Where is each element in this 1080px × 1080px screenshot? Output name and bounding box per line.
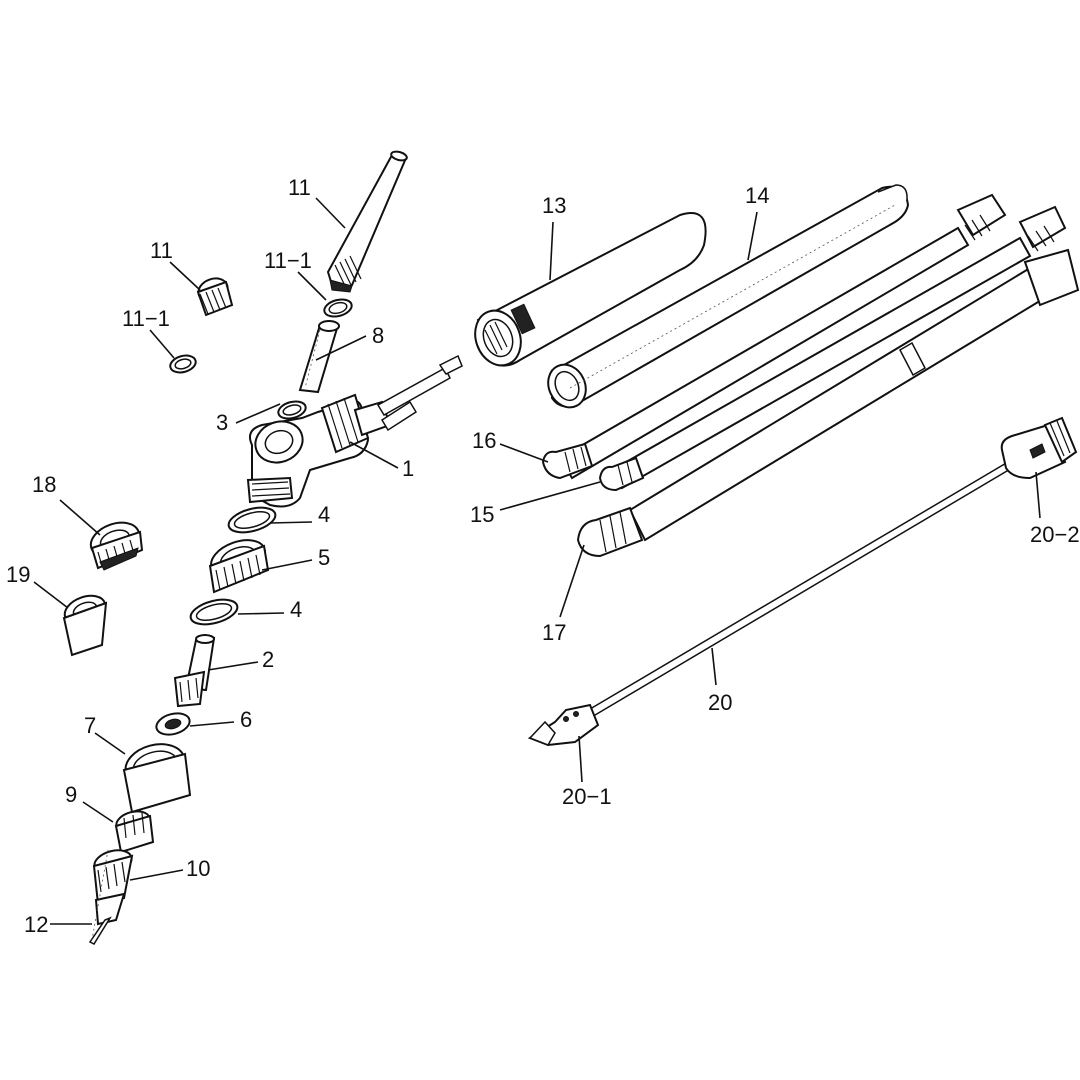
label-part-20-1: 20−1: [562, 784, 612, 809]
label-part-16: 16: [472, 428, 496, 453]
leader-4-lower: [237, 612, 285, 615]
part-3-o-ring: [277, 400, 307, 420]
leader-20: [711, 647, 717, 686]
label-part-12: 12: [24, 912, 48, 937]
part-2-collet-body: [173, 634, 216, 708]
leader-11-short: [169, 261, 201, 291]
callout-labels: 11 11 11−1 11−1 8 3 1 13 14 16 15 17 18 …: [6, 175, 1080, 937]
label-part-4-upper: 4: [318, 502, 330, 527]
part-8-insert: [298, 320, 340, 394]
part-17-cable: [576, 248, 1080, 558]
label-part-4-lower: 4: [290, 597, 302, 622]
part-9-collet: [114, 810, 155, 854]
part-14-outer-tube: [547, 184, 910, 409]
part-7-cup: [122, 743, 192, 814]
part-16-hose: [541, 193, 1007, 480]
label-part-13: 13: [542, 193, 566, 218]
label-part-19: 19: [6, 562, 30, 587]
leader-6: [189, 721, 235, 727]
leader-5: [261, 559, 313, 571]
label-part-11-long: 11: [288, 175, 311, 200]
leader-16: [499, 443, 549, 463]
label-part-20: 20: [708, 690, 732, 715]
leader-17: [559, 544, 585, 618]
part-1-torch-body: [246, 354, 463, 508]
leader-14: [747, 211, 758, 261]
leader-19: [33, 581, 69, 609]
label-part-7: 7: [84, 713, 96, 738]
label-part-1: 1: [402, 456, 414, 481]
leader-18: [59, 499, 101, 536]
leader-9: [82, 801, 114, 823]
leader-11-1-upper: [297, 271, 327, 301]
label-part-11-1-upper: 11−1: [264, 248, 312, 273]
label-part-2: 2: [262, 647, 274, 672]
part-4-gasket-lower: [189, 598, 239, 626]
leader-20-2: [1035, 471, 1041, 519]
label-part-5: 5: [318, 545, 330, 570]
label-part-15: 15: [470, 502, 494, 527]
leader-1: [349, 441, 399, 469]
label-part-17: 17: [542, 620, 566, 645]
part-15-hose: [598, 205, 1067, 492]
part-5-adapter: [208, 539, 270, 594]
label-part-3: 3: [216, 410, 228, 435]
part-11-1-o-ring-left: [169, 354, 197, 374]
leader-15: [499, 481, 601, 511]
leader-20-1: [578, 735, 583, 783]
leader-4-upper: [269, 521, 313, 524]
label-part-10: 10: [186, 856, 210, 881]
leader-10: [129, 869, 184, 881]
label-part-11-1-left: 11−1: [122, 306, 170, 331]
part-19-insulator: [62, 594, 108, 657]
part-6-washer: [155, 712, 191, 736]
leader-11-long: [315, 197, 346, 229]
label-part-8: 8: [372, 323, 384, 348]
part-11-short-back-cap: [196, 277, 234, 317]
leader-2: [207, 661, 259, 671]
label-part-14: 14: [745, 183, 769, 208]
part-11-1-o-ring-upper: [323, 298, 353, 318]
label-part-9: 9: [65, 782, 77, 807]
leader-3: [235, 403, 281, 424]
label-part-6: 6: [240, 707, 252, 732]
part-10-nozzle: [92, 849, 134, 926]
leader-11-1-left: [149, 329, 175, 359]
part-12-electrode: [88, 849, 112, 945]
part-18-lens-body: [89, 521, 144, 571]
leader-8: [315, 335, 367, 361]
leader-13: [549, 221, 554, 281]
part-13-handle-sleeve: [474, 212, 707, 367]
part-11-long-back-cap: [326, 150, 408, 293]
label-part-20-2: 20−2: [1030, 522, 1080, 547]
part-4-gasket-upper: [227, 506, 277, 534]
label-part-11-short: 11: [150, 238, 173, 263]
leader-lines: [33, 197, 1041, 925]
part-20-control-cable: [527, 416, 1078, 747]
label-part-18: 18: [32, 472, 56, 497]
leader-7: [94, 732, 126, 755]
